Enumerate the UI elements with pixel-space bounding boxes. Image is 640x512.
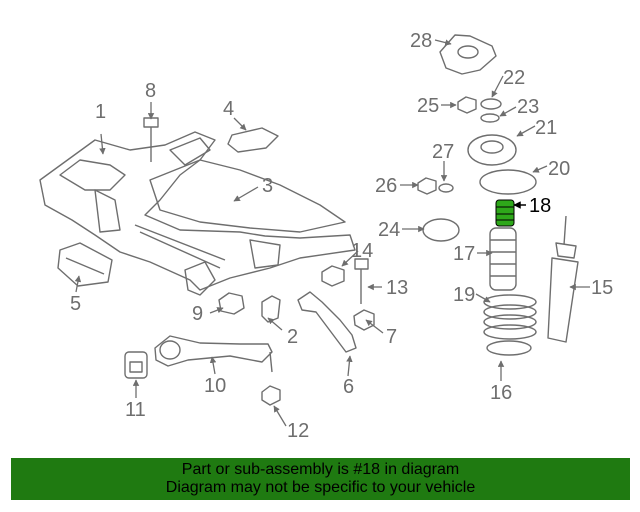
spring-seat-20-drawing bbox=[479, 169, 537, 195]
nut-14-drawing bbox=[321, 265, 345, 287]
nut-26-drawing bbox=[417, 177, 437, 195]
strut-mount-28-drawing bbox=[439, 34, 497, 75]
callout-1: 1 bbox=[95, 101, 106, 123]
callout-13: 13 bbox=[386, 277, 408, 299]
bolt-13-drawing bbox=[354, 258, 369, 304]
banner-disclaimer-text: Diagram may not be specific to your vehi… bbox=[165, 479, 476, 496]
callout-12: 12 bbox=[287, 420, 309, 442]
info-banner: Part or sub-assembly is #18 in diagram D… bbox=[11, 458, 630, 500]
strut-15-drawing bbox=[547, 215, 579, 343]
banner-part-text: Part or sub-assembly is #18 in diagram bbox=[181, 461, 460, 478]
callout-25: 25 bbox=[417, 95, 439, 117]
subframe-drawing bbox=[39, 131, 356, 296]
bearing-24-drawing bbox=[422, 218, 460, 242]
callout-8: 8 bbox=[145, 80, 156, 102]
callout-27: 27 bbox=[432, 141, 454, 163]
nut-9-drawing bbox=[218, 292, 245, 315]
callout-5: 5 bbox=[70, 293, 81, 315]
callout-4: 4 bbox=[223, 98, 234, 120]
callout-21: 21 bbox=[535, 117, 557, 139]
callout-18: 18 bbox=[529, 195, 551, 217]
nut-12-drawing bbox=[261, 385, 281, 406]
callout-7: 7 bbox=[386, 326, 397, 348]
callout-20: 20 bbox=[548, 158, 570, 180]
bushing-2-drawing bbox=[261, 295, 281, 323]
bump-stop-18-drawing bbox=[495, 199, 515, 227]
isolator-16-drawing bbox=[486, 340, 532, 356]
callout-17: 17 bbox=[453, 243, 475, 265]
nut-25-drawing bbox=[457, 96, 477, 114]
dust-boot-17-drawing bbox=[489, 227, 517, 291]
nut-7-drawing bbox=[353, 309, 375, 331]
bushing-11-drawing bbox=[124, 351, 148, 379]
washer-22-drawing bbox=[480, 98, 502, 110]
washer-27-drawing bbox=[438, 183, 454, 193]
callout-2: 2 bbox=[287, 326, 298, 348]
upper-mount-21-drawing bbox=[467, 134, 517, 166]
callout-19: 19 bbox=[453, 284, 475, 306]
callout-28: 28 bbox=[410, 30, 432, 52]
callout-9: 9 bbox=[192, 303, 203, 325]
control-arm-10-drawing bbox=[154, 335, 273, 367]
bracket-drawing bbox=[227, 127, 279, 153]
callout-23: 23 bbox=[517, 96, 539, 118]
washer-23-drawing bbox=[480, 113, 500, 123]
callout-15: 15 bbox=[591, 277, 613, 299]
callout-6: 6 bbox=[343, 376, 354, 398]
coil-spring-19-drawing bbox=[483, 294, 537, 340]
callout-10: 10 bbox=[204, 375, 226, 397]
callout-14: 14 bbox=[351, 240, 373, 262]
parts-diagram: 1 2 3 4 5 6 7 8 9 10 11 12 13 14 15 16 1… bbox=[39, 30, 613, 442]
callout-3: 3 bbox=[262, 175, 273, 197]
shield-drawing bbox=[57, 242, 113, 287]
callout-16: 16 bbox=[490, 382, 512, 404]
callout-22: 22 bbox=[503, 67, 525, 89]
callout-11: 11 bbox=[125, 399, 146, 421]
callout-24: 24 bbox=[378, 219, 400, 241]
arm-6-drawing bbox=[297, 291, 357, 353]
callout-26: 26 bbox=[375, 175, 397, 197]
